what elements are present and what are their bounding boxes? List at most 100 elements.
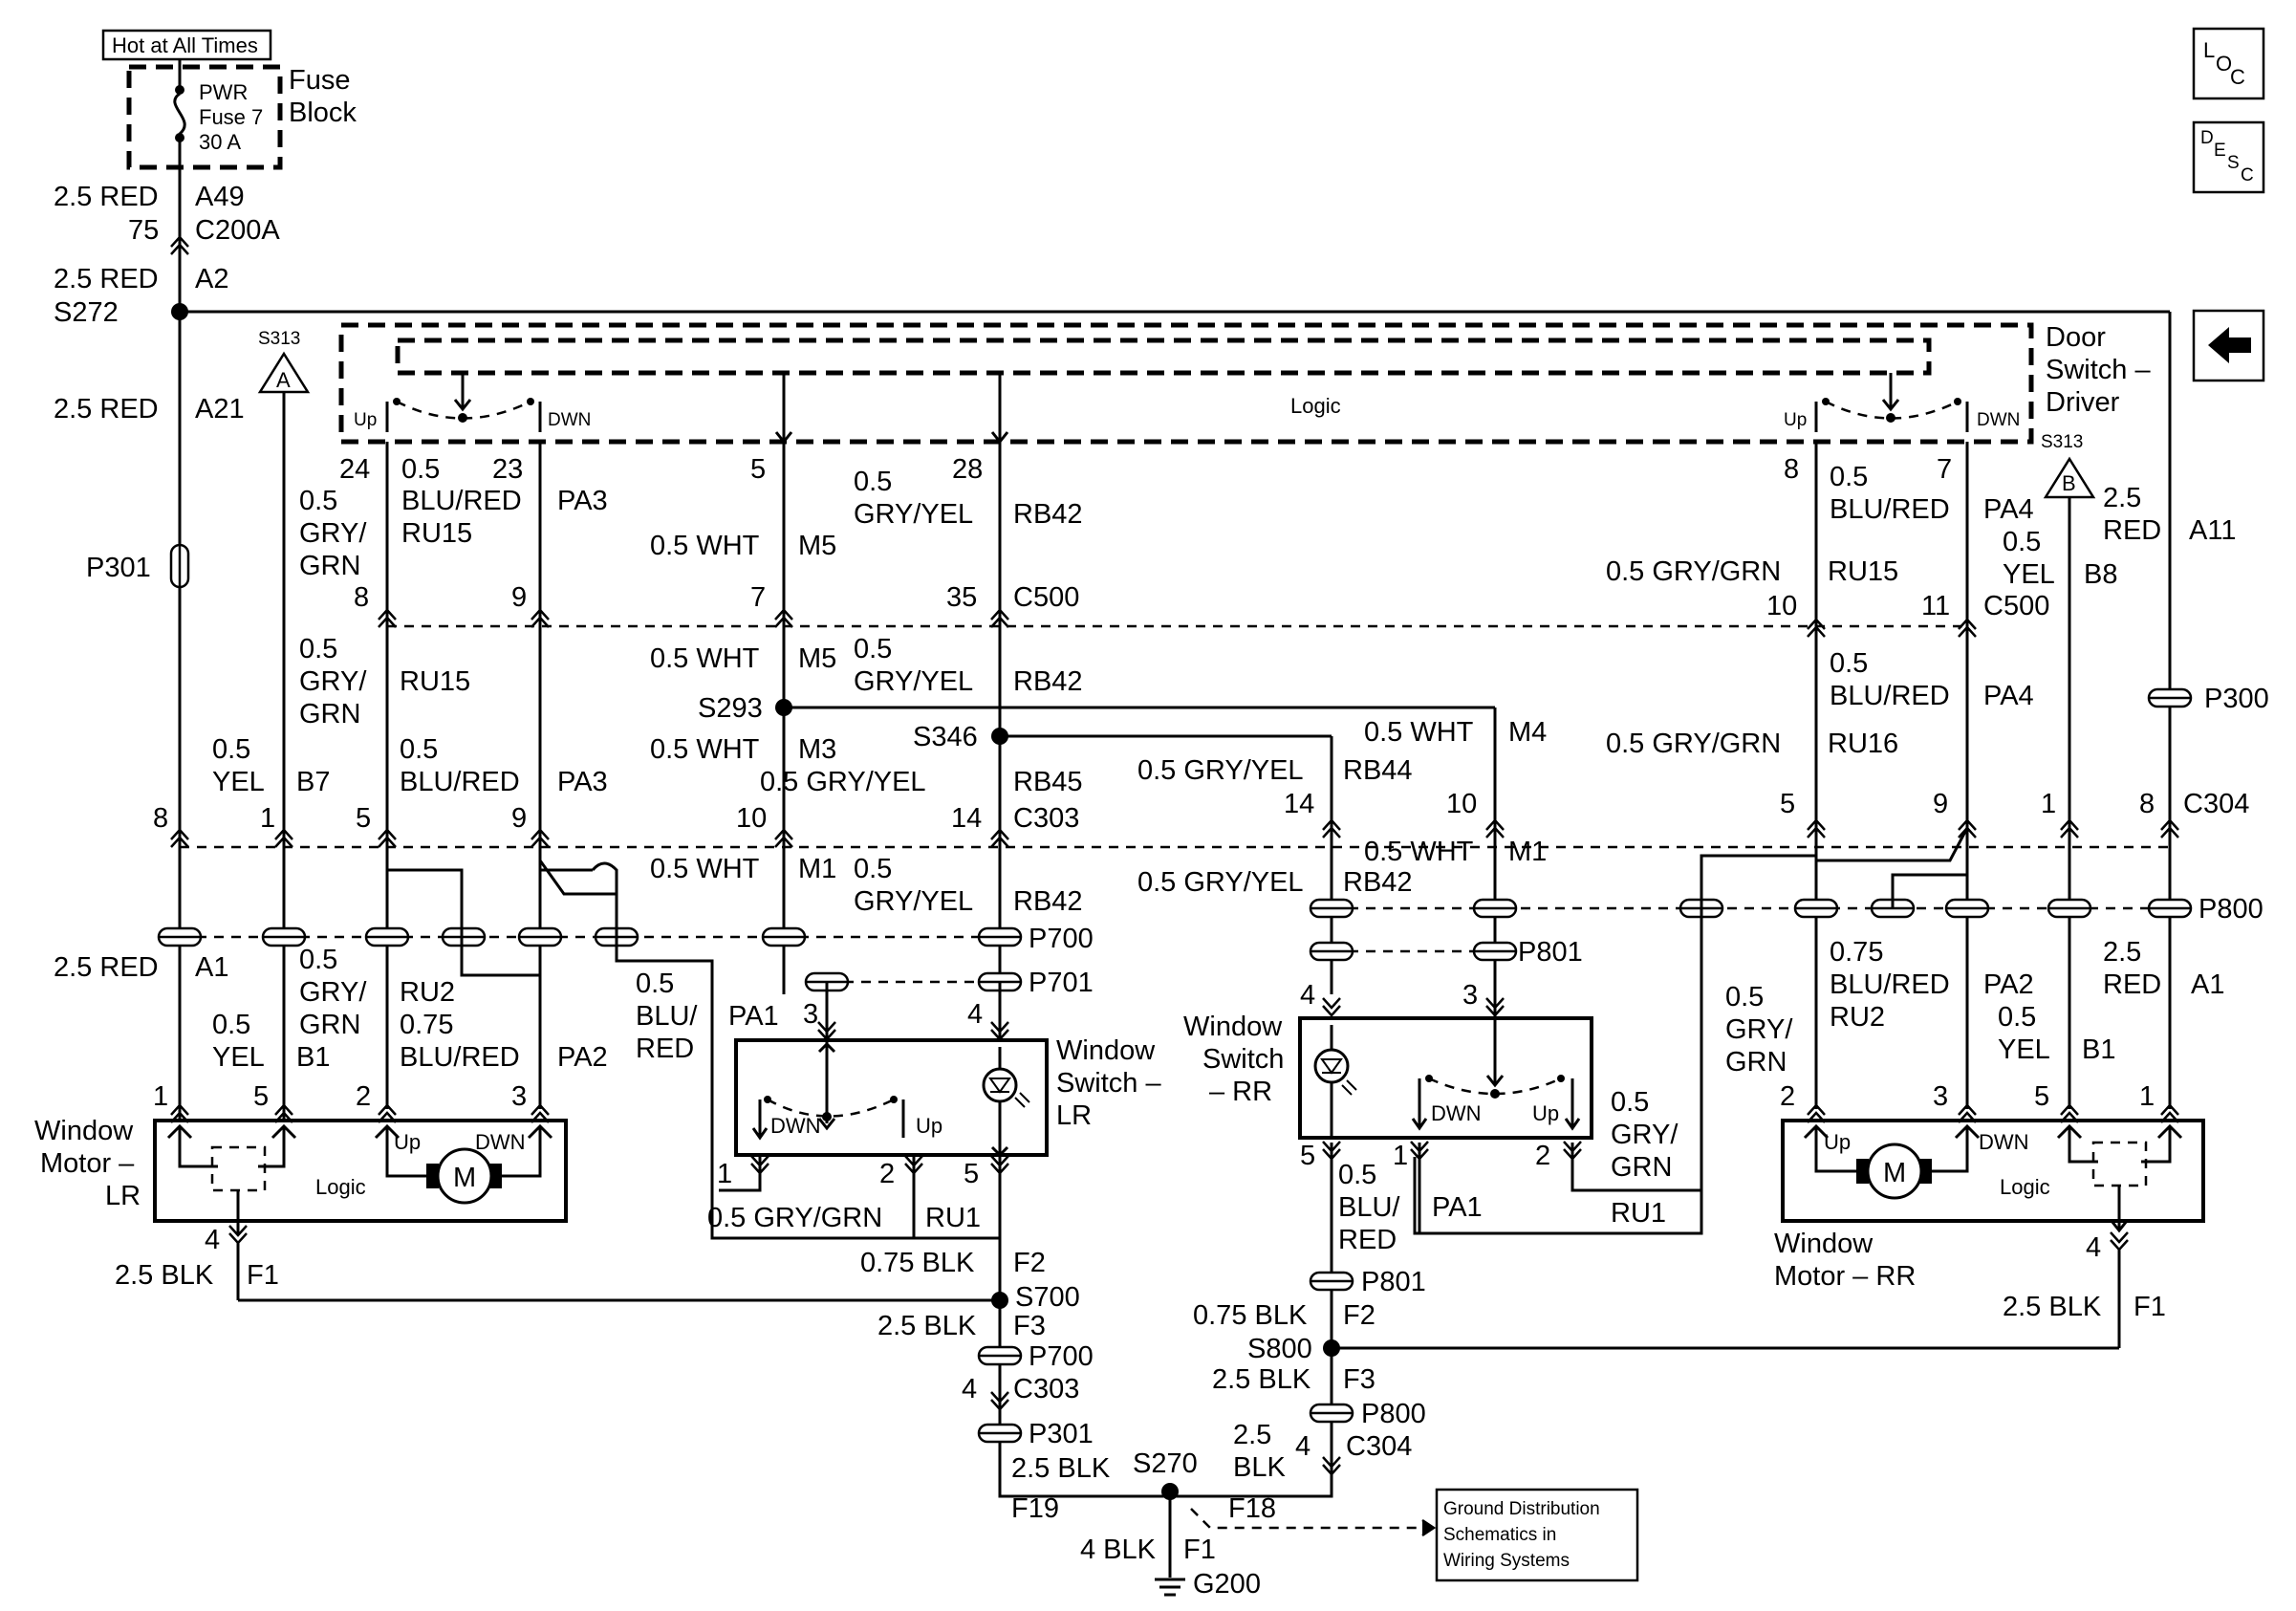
wire-label: GRY/YEL bbox=[854, 499, 973, 530]
window-switch-rr-box bbox=[1298, 1016, 1593, 1140]
fuse-block-label-1: Fuse bbox=[289, 65, 350, 96]
pin-label: 3 bbox=[803, 999, 818, 1030]
svg-text:D: D bbox=[2200, 128, 2214, 148]
wire-label: GRN bbox=[299, 1010, 360, 1040]
wire-label: 0.5 GRY/YEL bbox=[1137, 755, 1304, 786]
pin-label: 1 bbox=[1393, 1141, 1408, 1171]
p700-ground-inline bbox=[977, 1345, 1023, 1366]
component-label: Motor – bbox=[40, 1148, 135, 1179]
circuit-label: F1 bbox=[247, 1260, 279, 1291]
pin-label: 9 bbox=[511, 803, 527, 834]
pin-label: 5 bbox=[1780, 789, 1795, 819]
circuit-label: A49 bbox=[195, 182, 245, 212]
fuse-icon bbox=[173, 67, 186, 167]
wire-label: GRY/YEL bbox=[854, 886, 973, 917]
inline-label: P800 bbox=[1361, 1399, 1426, 1429]
pin-label: 3 bbox=[511, 1081, 527, 1112]
component-label: LR bbox=[105, 1181, 141, 1211]
reference-label: Wiring Systems bbox=[1443, 1551, 1570, 1571]
pin-label: 5 bbox=[2034, 1081, 2049, 1112]
wire-label: BLU/ bbox=[1338, 1192, 1400, 1223]
p800-inline bbox=[2147, 898, 2193, 919]
back-arrow-icon[interactable] bbox=[2192, 309, 2265, 382]
wire-label: YEL bbox=[212, 1042, 265, 1073]
p800-ground-inline bbox=[1309, 1403, 1354, 1424]
splice-label: S270 bbox=[1133, 1448, 1198, 1479]
wire-label: 0.5 bbox=[212, 734, 250, 765]
circuit-label: A11 bbox=[2189, 515, 2236, 546]
circuit-label: M4 bbox=[1508, 717, 1547, 748]
wire-label: BLU/RED bbox=[400, 767, 520, 797]
inline-connector-p301 bbox=[169, 543, 190, 589]
wire-label: 0.5 bbox=[1611, 1087, 1649, 1118]
pin-label: 3 bbox=[1933, 1081, 1948, 1112]
dwn-label: DWN bbox=[548, 410, 591, 430]
circuit-label: M5 bbox=[798, 531, 836, 561]
pin-label: 5 bbox=[253, 1081, 269, 1112]
circuit-label: RU16 bbox=[1828, 729, 1898, 759]
connector-label: C303 bbox=[1013, 1374, 1079, 1404]
wire-label: 0.5 bbox=[1338, 1160, 1376, 1190]
p700-inline bbox=[441, 926, 487, 947]
component-label: Window bbox=[1774, 1229, 1874, 1259]
wire-label: RED bbox=[636, 1034, 694, 1064]
inline-label: P801 bbox=[1361, 1267, 1426, 1297]
svg-text:L: L bbox=[2203, 38, 2215, 62]
motor-label: M bbox=[1883, 1158, 1906, 1188]
wire-label: 0.5 bbox=[1998, 1002, 2036, 1033]
pin-label: 1 bbox=[2041, 789, 2056, 819]
p800-inline bbox=[1472, 898, 1518, 919]
wire-label: 0.5 bbox=[1725, 982, 1764, 1012]
p800-inline bbox=[1793, 898, 1839, 919]
circuit-label: RU2 bbox=[1830, 1002, 1885, 1033]
loc-icon[interactable]: LOC bbox=[2192, 27, 2265, 100]
wire-label: 0.5 bbox=[299, 945, 337, 975]
component-label: LR bbox=[1056, 1100, 1092, 1131]
wire-label: 0.5 bbox=[299, 486, 337, 516]
circuit-label: B1 bbox=[2082, 1034, 2115, 1065]
svg-text:C: C bbox=[2230, 65, 2245, 89]
circuit-label: F2 bbox=[1343, 1300, 1375, 1331]
wire-label: 0.5 bbox=[636, 969, 674, 999]
component-label: Window bbox=[1056, 1035, 1156, 1066]
pin-label: 5 bbox=[750, 454, 766, 485]
pin-label: 4 bbox=[1295, 1431, 1310, 1462]
wire-label: 2.5 BLK bbox=[2003, 1292, 2102, 1322]
wire-label: BLU/ bbox=[636, 1001, 698, 1032]
circuit-label: F3 bbox=[1343, 1364, 1375, 1395]
pin-label: 35 bbox=[946, 582, 977, 613]
door-switch-logic-box bbox=[395, 337, 1932, 376]
component-label: Switch bbox=[1202, 1044, 1284, 1075]
circuit-label: PA4 bbox=[1983, 494, 2034, 525]
svg-text:O: O bbox=[2216, 52, 2232, 76]
pin-label: 3 bbox=[1462, 980, 1478, 1011]
connector-label: C500 bbox=[1013, 582, 1079, 613]
circuit-label: RU1 bbox=[925, 1203, 981, 1233]
pin-label: 2 bbox=[1780, 1081, 1795, 1112]
inline-label: P301 bbox=[1029, 1419, 1094, 1449]
wire-label: BLU/RED bbox=[1830, 494, 1950, 525]
pin-label: 7 bbox=[1937, 454, 1952, 485]
splice-label: S700 bbox=[1015, 1282, 1080, 1313]
component-label: – RR bbox=[1209, 1077, 1272, 1107]
pin-label: 10 bbox=[1446, 789, 1477, 819]
logic-label: Logic bbox=[2000, 1175, 2050, 1199]
circuit-label: PA3 bbox=[557, 767, 608, 797]
wire-label: 0.5 bbox=[299, 634, 337, 664]
circuit-label: RB42 bbox=[1013, 886, 1083, 917]
circuit-label: B8 bbox=[2084, 559, 2117, 590]
inline-connector-p300 bbox=[2147, 687, 2193, 708]
reference-label: Ground Distribution bbox=[1443, 1499, 1600, 1519]
wire-label: 0.5 bbox=[400, 734, 438, 765]
ground-distribution-reference-box[interactable] bbox=[1435, 1488, 1639, 1582]
inline-label: P701 bbox=[1029, 968, 1094, 998]
circuit-label: RB42 bbox=[1013, 666, 1083, 697]
fuse-name: PWR bbox=[199, 80, 248, 104]
up-label: Up bbox=[1784, 410, 1807, 430]
ground-g200-icon bbox=[1155, 1578, 1185, 1597]
connector-label: C200A bbox=[195, 215, 280, 246]
fuse-number: Fuse 7 bbox=[199, 105, 263, 129]
door-switch-driver-box bbox=[338, 322, 2034, 445]
s313-label: S313 bbox=[2041, 432, 2083, 452]
